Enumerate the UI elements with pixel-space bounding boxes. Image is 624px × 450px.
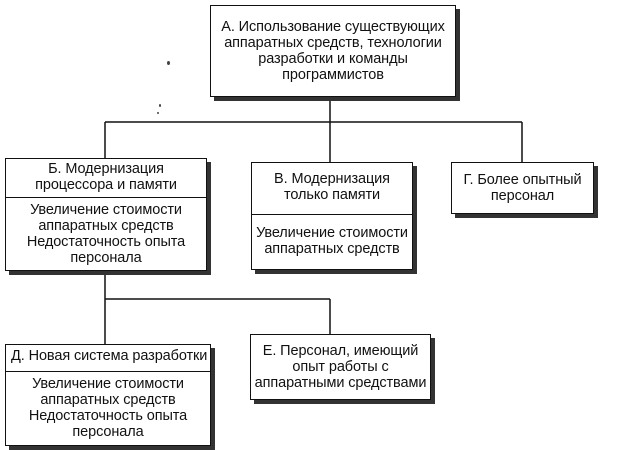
- node-d: Д. Новая система разработки Увеличение с…: [5, 344, 211, 446]
- node-b: Б. Модернизация процессора и памяти Увел…: [5, 158, 207, 271]
- node-g: Г. Более опытный персонал: [451, 162, 594, 214]
- node-v: В. Модернизация только памяти Увеличение…: [251, 162, 413, 270]
- node-e: Е. Персонал, имеющий опыт работы с аппар…: [250, 334, 431, 400]
- node-d-title: Д. Новая система разработки: [11, 348, 208, 364]
- node-a-title: А. Использование существующих аппаратных…: [221, 19, 445, 83]
- node-g-title: Г. Более опытный персонал: [463, 172, 582, 204]
- node-v-title: В. Модернизация только памяти: [274, 171, 390, 203]
- node-a: А. Использование существующих аппаратных…: [210, 5, 456, 97]
- node-b-details: Увеличение стоимости аппаратных средств …: [6, 197, 206, 266]
- print-speck: [157, 112, 159, 114]
- node-d-details: Увеличение стоимости аппаратных средств …: [6, 371, 210, 440]
- node-e-title: Е. Персонал, имеющий опыт работы с аппар…: [254, 343, 427, 391]
- node-v-details: Увеличение стоимости аппаратных средств: [252, 214, 412, 257]
- print-speck: [159, 104, 161, 107]
- print-speck: [167, 61, 170, 65]
- node-b-title: Б. Модернизация процессора и памяти: [35, 161, 177, 193]
